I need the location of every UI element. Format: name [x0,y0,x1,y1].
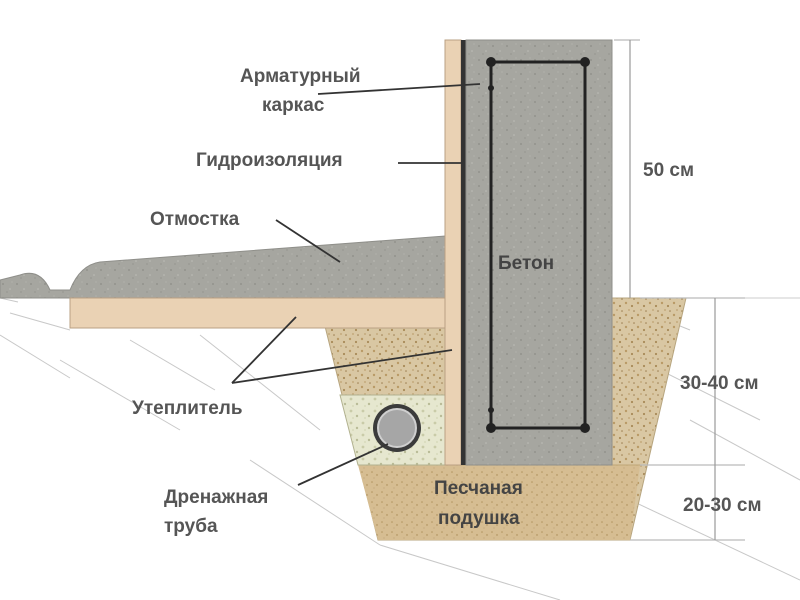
label-insulation: Утеплитель [132,398,243,419]
waterproofing-layer [461,40,466,465]
label-drain-pipe-line1: Дренажная [164,487,268,508]
label-sand-cushion-line1: Песчаная [434,478,523,499]
drain-pipe [373,404,421,452]
sand-cushion [358,465,640,540]
dimension-cushion-depth: 20-30 см [683,495,762,516]
label-waterproofing: Гидроизоляция [196,150,343,171]
leader-lines [231,83,481,486]
ground-hatching [0,297,800,600]
blind-area [0,235,446,299]
vertical-insulation [444,39,462,466]
label-rebar-line2: каркас [262,95,325,116]
horizontal-insulation [69,297,447,329]
label-blind-area: Отмостка [150,209,240,230]
label-concrete: Бетон [498,253,554,274]
dimension-above-ground: 50 см [643,160,694,181]
rebar-cage [486,57,590,433]
label-rebar-line1: Арматурный [240,66,361,87]
dimension-foundation-depth: 30-40 см [680,373,759,394]
label-drain-pipe-line2: труба [164,516,218,537]
dimension-lines [614,39,745,541]
label-sand-cushion-line2: подушка [438,508,520,529]
